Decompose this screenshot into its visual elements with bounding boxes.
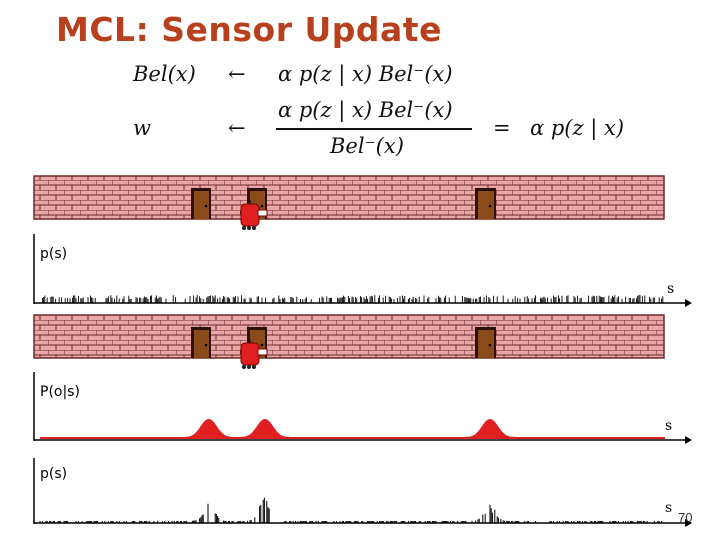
eq-bel-rhs: α p(z | x) Bel⁻(x) bbox=[278, 62, 453, 86]
prior-label: p(s) bbox=[40, 246, 67, 262]
door bbox=[191, 327, 211, 358]
robot-icon bbox=[240, 339, 268, 369]
likelihood-curve bbox=[40, 418, 665, 439]
posterior-axis-label: s bbox=[665, 500, 672, 516]
door bbox=[475, 188, 496, 219]
prior-axis-label: s bbox=[667, 281, 674, 297]
corridor-wall-bottom bbox=[33, 314, 665, 369]
posterior-samples bbox=[39, 497, 663, 523]
eq-fraction-numerator: α p(z | x) Bel⁻(x) bbox=[278, 98, 453, 122]
eq-w-lhs: w bbox=[133, 116, 151, 140]
eq-equals: = bbox=[493, 116, 511, 140]
likelihood-axis-label: s bbox=[665, 418, 672, 434]
eq-fraction-bar bbox=[276, 128, 472, 130]
eq-w-rhs: α p(z | x) bbox=[530, 116, 625, 140]
eq-bel-lhs: Bel(x) bbox=[133, 62, 196, 86]
door bbox=[475, 327, 496, 358]
posterior-label: p(s) bbox=[40, 466, 67, 482]
page-number: 70 bbox=[678, 510, 693, 525]
posterior-panel: p(s) s bbox=[33, 458, 692, 527]
robot-icon bbox=[240, 200, 268, 230]
prior-samples bbox=[41, 295, 664, 303]
corridor-wall-top bbox=[33, 175, 665, 230]
likelihood-panel: P(o|s) s bbox=[33, 372, 692, 444]
likelihood-label: P(o|s) bbox=[40, 384, 80, 400]
eq-arrow-2: ← bbox=[228, 116, 246, 140]
slide-title: MCL: Sensor Update bbox=[56, 10, 442, 49]
prior-panel: p(s) s bbox=[33, 234, 692, 307]
door bbox=[191, 188, 211, 219]
eq-fraction-denominator: Bel⁻(x) bbox=[330, 134, 404, 158]
eq-arrow-1: ← bbox=[228, 62, 246, 86]
